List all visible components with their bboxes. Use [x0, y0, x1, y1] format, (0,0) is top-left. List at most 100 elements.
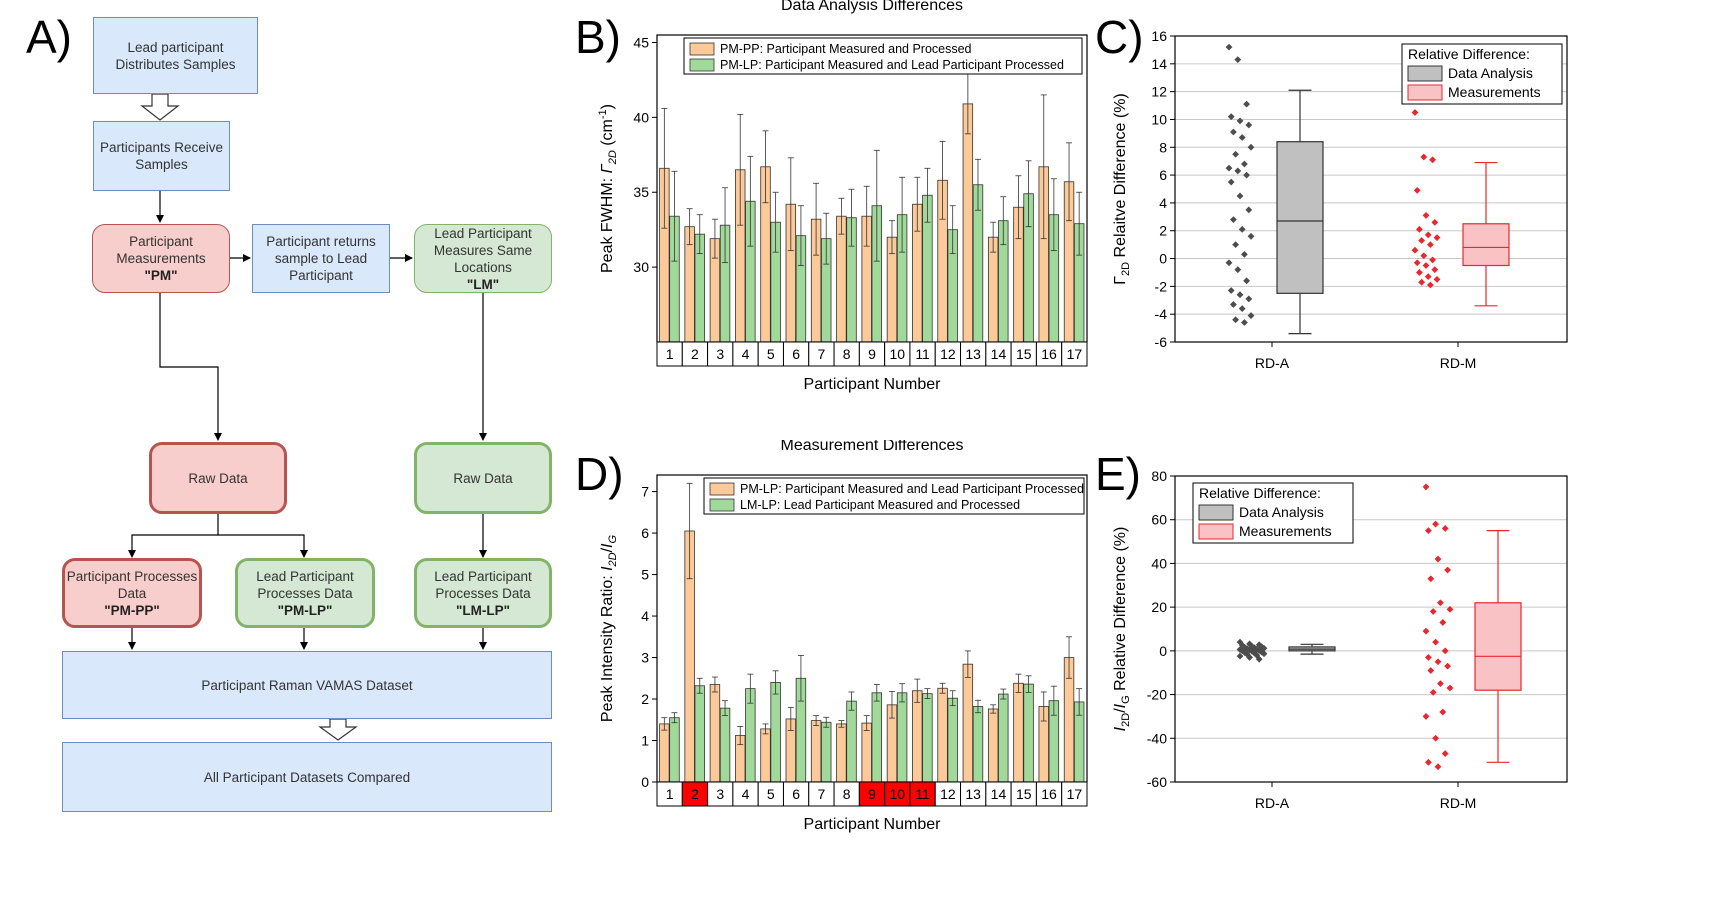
- node-raw-data-right: Raw Data: [414, 442, 552, 514]
- legend-label: Data Analysis: [1239, 504, 1324, 520]
- x-tick-label: 12: [940, 346, 956, 362]
- category-cell-6: [782, 781, 810, 807]
- y-tick-label: 40: [633, 109, 649, 125]
- x-tick-label: 4: [742, 346, 750, 362]
- data-point-RD-A: [1247, 312, 1255, 319]
- category-cell-3: [707, 781, 734, 807]
- data-point-RD-M: [1433, 234, 1441, 242]
- bar-series1-3: [709, 684, 721, 783]
- box-RD-M: [1474, 602, 1522, 691]
- data-point-RD-A: [1236, 652, 1244, 660]
- bar-series1-14: [987, 708, 999, 783]
- category-cell-16: [1035, 781, 1063, 807]
- bar-series1-15: [1013, 682, 1024, 783]
- legend-label: PM-LP: Participant Measured and Lead Par…: [740, 482, 1084, 496]
- y-tick-label: 10: [1151, 111, 1167, 127]
- data-point-RD-A: [1246, 640, 1253, 648]
- node-vamas-dataset: Participant Raman VAMAS Dataset: [62, 651, 552, 719]
- x-tick-label: 7: [818, 786, 826, 802]
- data-point-RD-A: [1225, 259, 1233, 267]
- category-cell-12: [934, 341, 962, 367]
- x-tick-label: 16: [1041, 346, 1057, 362]
- y-tick-label: 0: [1159, 251, 1167, 267]
- legend-swatch: [689, 42, 715, 56]
- y-tick-label: 16: [1151, 28, 1167, 44]
- y-tick-label: 2: [1159, 223, 1167, 239]
- y-label-part: /: [599, 547, 616, 552]
- legend-swatch: [1407, 65, 1443, 82]
- flowchart-connectors: [128, 93, 487, 741]
- y-tick-label: 6: [1159, 167, 1167, 183]
- y-tick-label: -20: [1147, 687, 1167, 703]
- category-cell-17: [1061, 781, 1088, 807]
- data-point-RD-M: [1446, 684, 1454, 692]
- y-tick-label: 40: [1151, 555, 1167, 571]
- data-point-RD-A: [1248, 647, 1256, 655]
- category-cell-14: [985, 781, 1012, 807]
- x-axis-label: Participant Number: [804, 376, 942, 393]
- category-cell-5: [757, 341, 784, 367]
- y-label-part: /: [1112, 708, 1129, 713]
- legend-swatch: [1407, 84, 1443, 101]
- y-tick-label: 6: [641, 525, 649, 541]
- x-tick-label: RD-M: [1440, 355, 1477, 371]
- category-cell-16: [1035, 341, 1063, 367]
- chart-title: Data Analysis Differences: [781, 0, 963, 14]
- category-cell-10: [884, 781, 911, 807]
- panel-letter-e: E): [1095, 448, 1141, 500]
- legend-swatch: [1198, 504, 1234, 521]
- bar-series1-9: [861, 722, 872, 783]
- x-tick-label: 13: [965, 786, 981, 802]
- bar-series2-8: [846, 700, 857, 783]
- hollow-arrow-1: [140, 93, 180, 121]
- x-tick-label: 11: [915, 786, 930, 802]
- x-tick-label: 1: [666, 346, 674, 362]
- x-tick-label: 5: [767, 786, 775, 802]
- x-tick-label: 17: [1067, 346, 1083, 362]
- legend-label: PM-PP: Participant Measured and Processe…: [720, 42, 972, 56]
- data-point-RD-A: [1225, 43, 1233, 51]
- bar-series1-13: [962, 103, 974, 343]
- y-tick-label: 12: [1151, 84, 1167, 100]
- legend-label: LM-LP: Lead Participant Measured and Pro…: [740, 498, 1020, 512]
- x-tick-label: 7: [818, 346, 826, 362]
- data-point-RD-M: [1446, 605, 1454, 613]
- y-label-part: (cm: [599, 119, 616, 150]
- x-tick-label: 14: [991, 346, 1007, 362]
- data-point-RD-A: [1247, 232, 1255, 240]
- data-point-RD-M: [1434, 555, 1442, 563]
- y-label-subscript: G: [1120, 695, 1132, 704]
- y-tick-label: 7: [641, 484, 649, 500]
- data-point-RD-A: [1225, 164, 1233, 172]
- y-tick-label: -60: [1147, 774, 1167, 790]
- y-tick-label: 3: [641, 650, 649, 666]
- bar-series1-5: [760, 728, 771, 783]
- y-label-subscript: 2D: [607, 150, 619, 165]
- data-point-RD-M: [1437, 599, 1444, 607]
- y-label-part: Peak Intensity Ratio:: [599, 571, 616, 722]
- x-tick-label: 12: [940, 786, 956, 802]
- y-label-symbol: I: [599, 566, 616, 571]
- x-tick-label: RD-A: [1255, 355, 1290, 371]
- category-cell-11: [909, 781, 936, 807]
- y-label-symbol: Γ: [599, 163, 616, 173]
- x-tick-label: 10: [890, 786, 906, 802]
- bar-series2-13: [972, 706, 984, 783]
- legend-title: Relative Difference:: [1199, 485, 1321, 501]
- y-axis-label: Peak Intensity Ratio: I2D/IG: [599, 534, 619, 722]
- category-cell-17: [1061, 341, 1088, 367]
- y-tick-label: 5: [641, 567, 649, 583]
- legend-title: Relative Difference:: [1408, 46, 1530, 62]
- bar-series2-14: [998, 693, 1009, 783]
- category-cell-11: [909, 341, 936, 367]
- chart-title: Measurement Differences: [781, 440, 964, 454]
- x-tick-label: 10: [890, 346, 906, 362]
- y-axis-label: Peak FWHM: Γ2D (cm-1): [597, 104, 619, 273]
- x-tick-label: 13: [965, 346, 981, 362]
- x-tick-label: 6: [792, 786, 800, 802]
- category-cell-9: [858, 341, 886, 367]
